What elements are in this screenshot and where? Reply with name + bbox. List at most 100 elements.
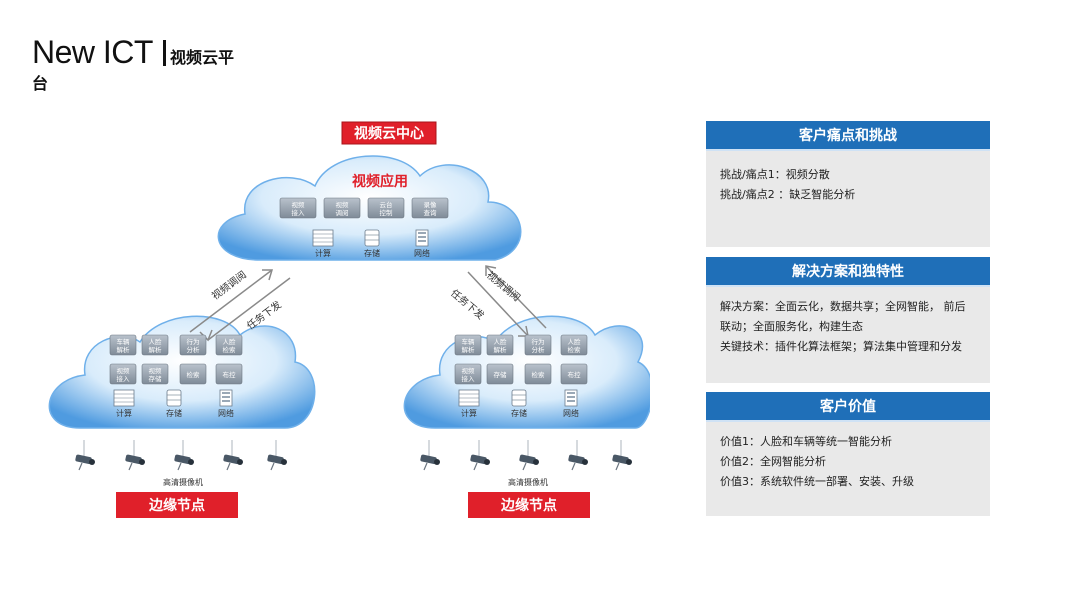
edge-label-box-left <box>116 492 238 518</box>
right-camera-3 <box>568 440 588 471</box>
center-label: 视频云中心 <box>354 125 424 142</box>
camera-label-left: 高清摄像机 <box>163 477 203 487</box>
cloud-module-3-text: 查询 <box>424 208 438 217</box>
center-label-box <box>341 121 437 145</box>
panel-pain-points-title: 客户痛点和挑战 <box>706 121 990 151</box>
left-edge-module-row2-0-text: 接入 <box>117 374 131 383</box>
right-edge-module-row1-0-text: 解析 <box>462 345 476 354</box>
right-edge-module-row2-3-text: 布控 <box>568 370 582 379</box>
left-edge-module-row2-3: 布控 <box>215 363 243 385</box>
pain-point-2: 挑战/痛点2 ：缺乏智能分析 <box>720 188 856 201</box>
panel-pain-points: 客户痛点和挑战 挑战/痛点1：视频分散 挑战/痛点2 ：缺乏智能分析 <box>706 121 990 247</box>
cloud-infra-2-label: 网络 <box>414 248 430 258</box>
right-arrow-up-label: 视频调阅 <box>484 268 523 304</box>
edge-label-right: 边缘节点 <box>500 497 557 514</box>
left-edge-module-row2-2: 检索 <box>179 363 207 385</box>
left-edge-module-row1-3-text: 检索 <box>223 345 237 354</box>
title-subtitle-wrap: 台 <box>32 74 49 93</box>
right-edge-infra-1-label: 存储 <box>511 408 527 418</box>
left-camera-4 <box>267 440 287 471</box>
left-edge-module-row1-2-text: 行为 <box>187 337 200 346</box>
left-edge-module-row2-3-text: 布控 <box>223 370 237 379</box>
left-arrow-up-label: 视频调阅 <box>209 268 249 302</box>
right-edge-module-row2-2-text: 检索 <box>532 370 546 379</box>
value-line-2: 价值2：全网智能分析 <box>720 455 826 468</box>
cloud-infra-1-label: 存储 <box>364 248 380 258</box>
left-edge-module-row2-1-text: 视频 <box>149 366 163 375</box>
value-line-1: 价值1：人脸和车辆等统一智能分析 <box>720 435 892 448</box>
right-camera-1 <box>470 440 490 471</box>
right-edge-module-row2-0-text: 视频 <box>462 366 476 375</box>
cloud-module-0-text: 接入 <box>292 208 306 217</box>
panel-value: 客户价值 价值1：人脸和车辆等统一智能分析 价值2：全网智能分析 价值3：系统软… <box>706 392 990 516</box>
right-edge-module-row1-1-text: 人脸 <box>494 337 508 346</box>
cloud-module-2-text: 控制 <box>380 208 394 217</box>
left-edge-module-row2-1-text: 存储 <box>149 374 163 383</box>
cloud-infra-1: 存储 <box>364 229 380 258</box>
cloud-module-1: 视频调阅 <box>323 197 361 219</box>
right-edge-infra-2-label: 网络 <box>563 408 579 418</box>
right-edge-infra-2: 网络 <box>563 389 579 418</box>
edge-label-box-right <box>468 492 590 518</box>
left-edge-module-row1-1-text: 解析 <box>149 345 163 354</box>
right-camera-4 <box>612 440 632 471</box>
left-edge-module-row2-2-text: 检索 <box>187 370 201 379</box>
left-edge-infra-2-label: 网络 <box>218 408 234 418</box>
panel-solution: 解决方案和独特性 解决方案：全面云化，数据共享；全网智能， 前后联动；全面服务化… <box>706 257 990 383</box>
cloud-infra-0: 计算 <box>312 229 334 258</box>
left-edge-module-row1-0-text: 解析 <box>117 345 131 354</box>
left-camera-3 <box>223 440 243 471</box>
right-edge-module-row1-0-text: 车辆 <box>462 337 476 346</box>
left-edge-infra-0: 计算 <box>113 389 135 418</box>
camera-label-right: 高清摄像机 <box>508 477 548 487</box>
cloud-module-0-text: 视频 <box>292 200 306 209</box>
left-arrows <box>189 269 291 342</box>
left-edge-infra-1-label: 存储 <box>166 408 182 418</box>
left-edge-module-row1-2-text: 分析 <box>187 345 201 354</box>
architecture-diagram: 视频云中心 视频应用 视频接入视频调阅云台控制录像查询 计算存储网络 视频调阅 … <box>48 121 650 518</box>
solution-line-1: 解决方案：全面云化，数据共享；全网智能， 前后联动；全面服务化，构建生态 <box>720 300 966 333</box>
right-edge-infra-1: 存储 <box>511 389 527 418</box>
panel-solution-title: 解决方案和独特性 <box>706 257 990 287</box>
left-camera-1 <box>125 440 145 471</box>
left-edge-infra-1: 存储 <box>166 389 182 418</box>
pain-point-1: 挑战/痛点1：视频分散 <box>720 168 830 181</box>
left-camera-2 <box>174 440 194 471</box>
left-edge-module-row1-3-text: 人脸 <box>223 337 237 346</box>
value-line-3: 价值3：系统软件统一部署、安装、升级 <box>720 475 914 488</box>
title-divider <box>162 40 166 66</box>
left-edge-module-row2-0-text: 视频 <box>117 366 131 375</box>
right-edge-module-row1-1-text: 解析 <box>494 345 508 354</box>
edge-label-left: 边缘节点 <box>148 497 205 514</box>
cloud-infra-2: 网络 <box>414 229 430 258</box>
left-camera-0 <box>75 440 95 471</box>
right-arrows <box>467 265 547 337</box>
left-edge-module-row1-1-text: 人脸 <box>149 337 163 346</box>
title-subtitle: 视频云平 <box>169 48 234 67</box>
right-edge-infra-0: 计算 <box>458 389 480 418</box>
right-camera-0 <box>420 440 440 471</box>
cloud-module-2-text: 云台 <box>380 200 393 209</box>
right-edge-module-row1-3-text: 人脸 <box>568 337 582 346</box>
right-arrow-down-label: 任务下发 <box>448 286 487 322</box>
right-edge-module-row1-3-text: 检索 <box>568 345 582 354</box>
right-camera-2 <box>519 440 539 471</box>
right-edge-module-row1-2-text: 分析 <box>532 345 546 354</box>
right-edge-module-row1-2-text: 行为 <box>532 337 545 346</box>
left-edge-module-row1-0-text: 车辆 <box>117 337 131 346</box>
left-edge-infra-0-label: 计算 <box>116 408 132 418</box>
panel-value-title: 客户价值 <box>706 392 990 422</box>
right-edge-infra-0-label: 计算 <box>461 408 477 418</box>
right-edge-module-row2-0-text: 接入 <box>462 374 476 383</box>
